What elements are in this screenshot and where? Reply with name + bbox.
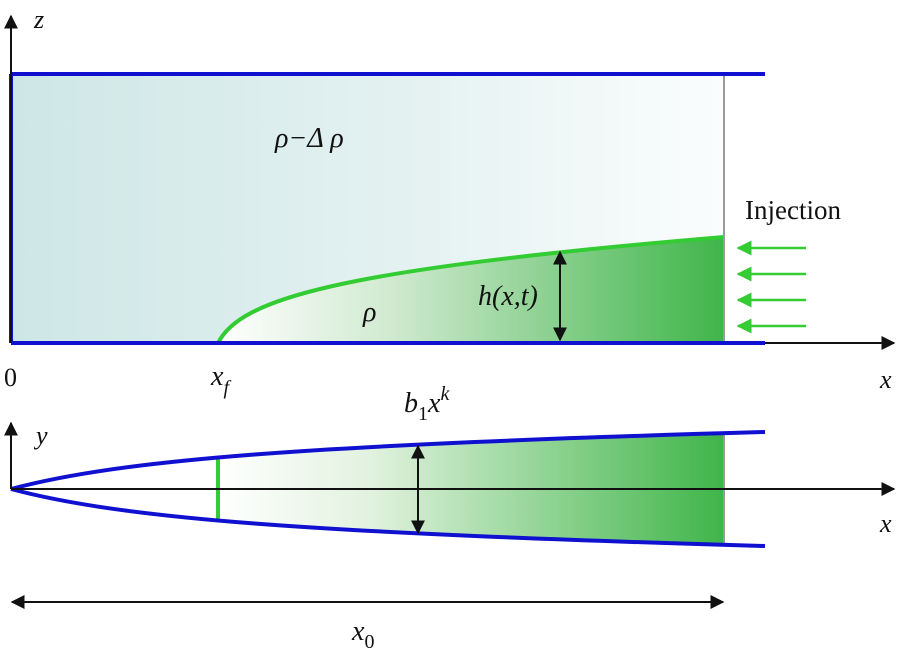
origin-label: 0 [4,363,17,392]
current-height-label: h(x,t) [478,281,538,312]
current-density-label: ρ [362,297,376,328]
height-h: h [478,281,492,312]
length-x: x [351,616,365,647]
width-label: b1xk [404,383,450,425]
front-position-label: xf [210,361,231,399]
length-sub: 0 [364,631,374,653]
channel-wall-upper [10,430,766,491]
x-axis-bottom-label: x [879,509,892,538]
x-axis-top-label: x [879,365,892,394]
front-x: x [210,361,224,392]
z-axis-label: z [33,5,44,34]
y-axis-label: y [33,421,48,450]
current-interface-line [216,235,725,344]
channel-wall-lower [10,487,766,548]
height-args: (x,t) [492,281,538,312]
width-sub: 1 [418,403,428,425]
injection-arrows [736,240,806,334]
length-label: x0 [351,616,374,653]
upper-fluid-density-label: ρ−Δ ρ [274,123,344,154]
width-sup: k [440,383,450,405]
width-x: x [427,388,441,419]
injection-label: Injection [745,195,841,225]
gravity-current-region [218,237,724,343]
front-sub: f [223,377,231,399]
width-b: b [404,388,418,419]
